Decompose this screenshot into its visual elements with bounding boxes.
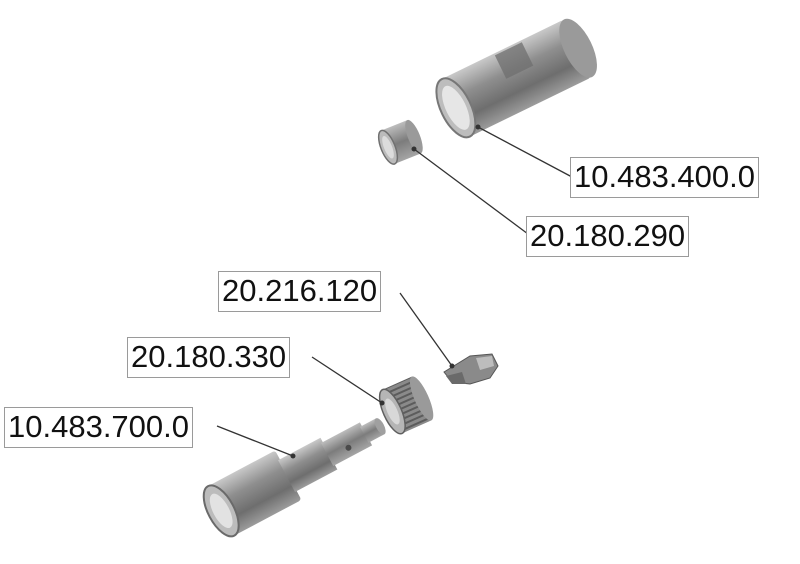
leader-line-1 [477,126,573,178]
leader-line-4 [311,356,383,404]
part-tube-housing [435,18,597,139]
leader-line-2 [413,148,529,235]
part-label-20-180-290: 20.180.290 [526,216,690,257]
part-clip [443,353,499,385]
leader-line-5 [216,425,294,457]
part-label-20-216-120: 20.216.120 [218,271,382,312]
leader-line-3 [399,292,453,367]
part-ring [377,119,423,165]
part-label-20-180-330: 20.180.330 [127,337,291,378]
part-label-10-483-700-0: 10.483.700.0 [4,407,194,448]
part-threaded-nut [378,376,434,435]
leader-lines [216,126,573,457]
part-stepped-pin [202,418,386,538]
leader-arrowheads [290,124,481,459]
part-label-10-483-400-0: 10.483.400.0 [570,157,760,198]
